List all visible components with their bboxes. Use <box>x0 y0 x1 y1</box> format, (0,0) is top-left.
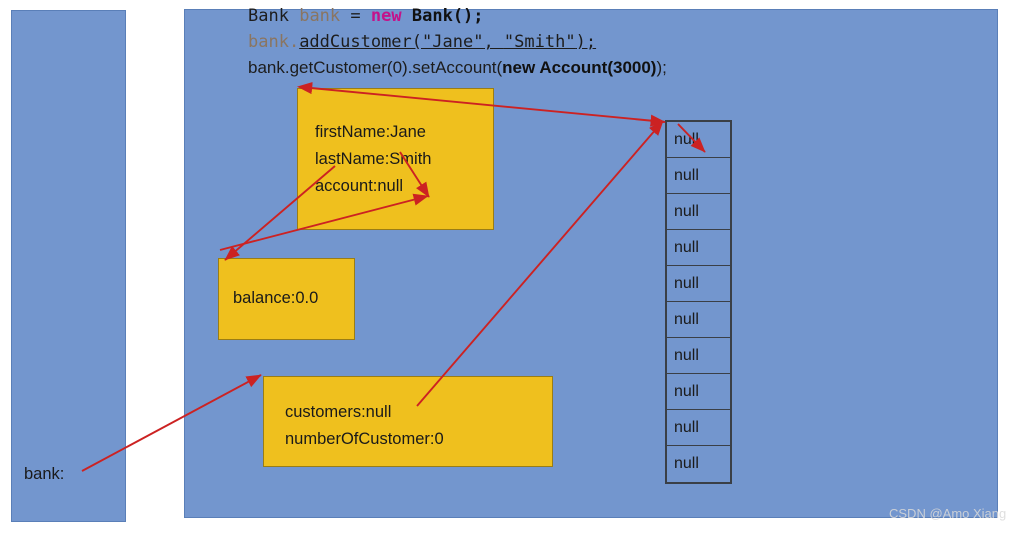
account-object-box: balance:0.0 <box>218 258 355 340</box>
array-cell-7: null <box>667 374 730 410</box>
code-token-tail: ); <box>656 58 667 77</box>
code-token-new-account: new Account(3000) <box>502 58 657 77</box>
bank-field-numberofcustomer: numberOfCustomer:0 <box>285 430 444 448</box>
array-cell-6: null <box>667 338 730 374</box>
bank-object-box: customers:null numberOfCustomer:0 <box>263 376 553 467</box>
stack-variable-bank-label: bank: <box>24 465 65 483</box>
code-token-string-smith: "Smith" <box>503 32 576 52</box>
account-field-balance: balance:0.0 <box>233 289 319 307</box>
stack-panel <box>11 10 126 522</box>
code-token-constructor: Bank(); <box>411 6 484 26</box>
customers-array: null null null null null null null null … <box>665 120 732 484</box>
array-cell-2: null <box>667 194 730 230</box>
array-cell-9: null <box>674 455 699 472</box>
array-cell-5: null <box>667 302 730 338</box>
bank-field-customers: customers:null <box>285 403 392 421</box>
code-line-1: Bank bank = new Bank(); <box>248 3 667 29</box>
array-cell-8: null <box>667 410 730 446</box>
customer-field-lastname: lastName:Smith <box>315 150 432 168</box>
code-line-3: bank.getCustomer(0).setAccount(new Accou… <box>248 55 667 81</box>
customer-object-box: firstName:Jane lastName:Smith account:nu… <box>297 88 494 230</box>
code-token-setaccount-call: bank.getCustomer(0).setAccount( <box>248 58 503 77</box>
code-snippet: Bank bank = new Bank(); bank.addCustomer… <box>248 3 667 81</box>
code-token-method-addcustomer: addCustomer( <box>299 32 423 52</box>
code-token-close-paren: ); <box>575 32 597 52</box>
customer-field-firstname: firstName:Jane <box>315 123 426 141</box>
code-token-variable: bank <box>299 6 341 26</box>
array-cell-4: null <box>667 266 730 302</box>
watermark: CSDN @Amo Xiang <box>889 506 1007 521</box>
code-token-keyword-new: new <box>370 6 402 26</box>
code-token-assign: = <box>350 6 361 26</box>
code-token-receiver: bank. <box>248 32 300 52</box>
code-line-2: bank.addCustomer("Jane", "Smith"); <box>248 29 667 55</box>
array-cell-1: null <box>667 158 730 194</box>
array-cell-3: null <box>667 230 730 266</box>
customer-field-account: account:null <box>315 177 404 195</box>
array-cell-0: null <box>667 122 730 158</box>
code-token-type: Bank <box>248 6 289 26</box>
code-token-string-jane: "Jane" <box>422 32 484 52</box>
code-token-comma: , <box>483 32 504 52</box>
